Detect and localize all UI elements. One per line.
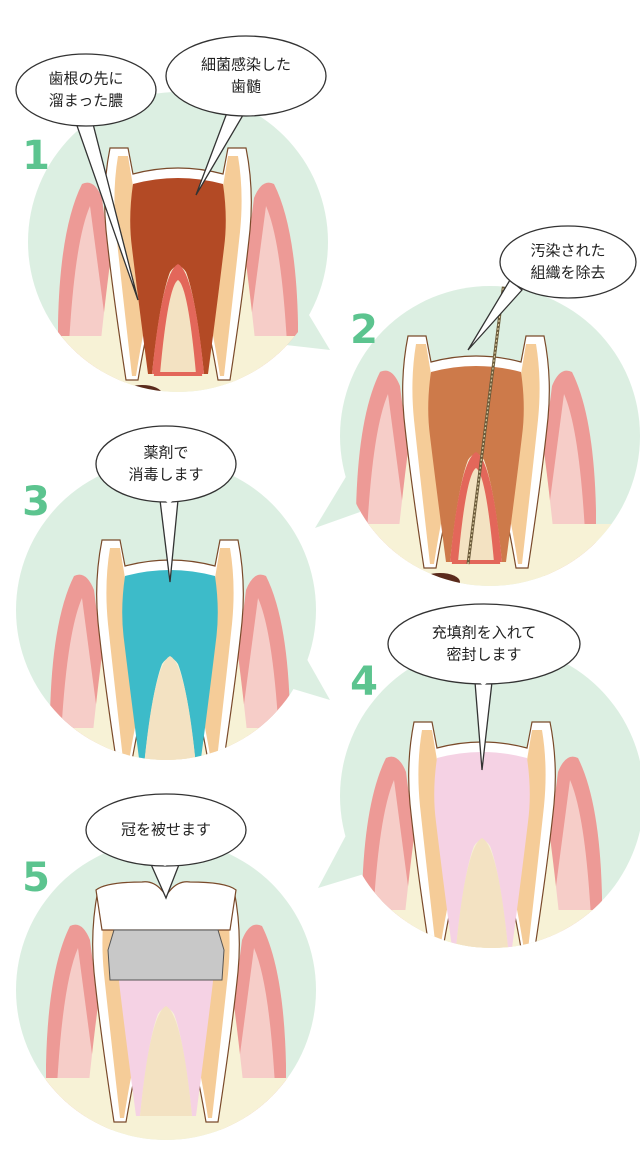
step-1-panel [28,92,330,392]
tooth [402,286,550,586]
callout-text: 冠を被せます [121,821,211,839]
step-number-2: 2 [350,307,378,353]
circle-tail [315,470,360,528]
callout-text: 組織を除去 [530,264,605,282]
callout-text: 歯髄 [231,78,261,96]
circle-tail [290,640,330,700]
step-number-1: 1 [22,133,50,179]
step-3-panel [16,460,330,760]
step-5-panel [16,840,316,1140]
step-number-4: 4 [350,659,378,705]
step-number-3: 3 [22,479,50,525]
pus-pocket [122,385,162,392]
callout-text: 充填剤を入れて [432,624,537,642]
tooth [92,881,240,1123]
circle-tail [318,824,364,888]
callout-text: 細菌感染した [201,56,291,74]
callout-text: 汚染された [530,242,605,260]
tooth [104,147,252,392]
step-4-panel [318,644,640,948]
tooth [408,721,556,948]
callout-text: 消毒します [128,466,203,484]
callout-text: 溜まった膿 [49,92,123,110]
callout-text: 歯根の先に [48,70,123,88]
step-number-5: 5 [22,855,50,901]
callout-text: 薬剤で [143,444,188,462]
callout-text: 密封します [446,646,521,664]
tooth [96,539,244,760]
callout-bubble: 冠を被せます [85,793,247,900]
pus-pocket [420,573,460,586]
step-2-panel [315,286,640,586]
